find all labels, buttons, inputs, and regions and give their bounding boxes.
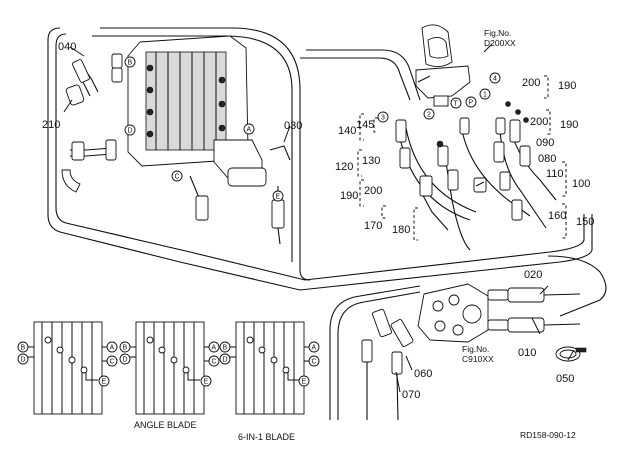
part-label: 030 [284, 120, 302, 132]
port-letter: P [469, 100, 474, 107]
inset-port-letter: B [223, 345, 228, 352]
circled-port-letters: B D A C E T P [124, 56, 477, 202]
hose-routing-lines [47, 27, 607, 420]
part-label: 200 [364, 185, 382, 197]
pilot-hoses [395, 101, 557, 251]
port-letter: T [454, 101, 459, 108]
part-label: 200 [530, 116, 548, 128]
circled-port-numbers: 1 2 3 4 [377, 72, 501, 123]
part-label: 120 [335, 161, 353, 173]
part-label: 180 [392, 224, 410, 236]
part-label: 070 [402, 389, 420, 401]
inset-port-letter: C [212, 359, 217, 366]
part-label: 040 [58, 41, 76, 53]
part-label: 050 [556, 373, 574, 385]
inset-port-letter: E [102, 379, 107, 386]
part-label: 160 [548, 210, 566, 222]
figure-references: Fig.No. D200XX Fig.No. C910XX [462, 28, 516, 364]
part-number-labels: 040 210 030 140 145 120 130 190 200 170 … [42, 41, 594, 401]
port-number: 4 [493, 76, 497, 83]
inset-angle-blade [130, 321, 210, 415]
part-label: 020 [524, 269, 542, 281]
left-fittings [61, 53, 123, 193]
hose-clamp [555, 346, 587, 362]
inset-6in1-blade [230, 321, 310, 415]
part-label: 150 [576, 216, 594, 228]
inset-port-letter: B [21, 345, 26, 352]
port-letter: B [128, 60, 133, 67]
port-number: 3 [381, 115, 385, 122]
part-label: 210 [42, 119, 60, 131]
inset-port-letter: C [312, 359, 317, 366]
inset-port-letter: B [123, 345, 128, 352]
inset-caption-6in1-blade: 6-IN-1 BLADE [238, 432, 295, 442]
fig-ref-d200-line1: Fig.No. [484, 28, 511, 38]
leader-lines [63, 43, 575, 393]
drawing-code: RD158-090-12 [520, 430, 576, 440]
dashed-brackets [357, 75, 567, 241]
port-letter: A [247, 127, 252, 134]
fig-ref-c910-line1: Fig.No. [462, 344, 489, 354]
port-letter: E [276, 194, 281, 201]
part-label: 190 [340, 190, 358, 202]
port-number: 2 [427, 112, 431, 119]
inset-port-letters: B D A C E B D A C E B D A C E [17, 341, 320, 387]
part-label: 130 [362, 155, 380, 167]
port-letter: D [128, 128, 133, 135]
part-label: 080 [538, 153, 556, 165]
inset-port-letter: A [212, 345, 217, 352]
inset-port-letter: A [110, 345, 115, 352]
fig-ref-c910-line2: C910XX [462, 354, 494, 364]
part-label: 090 [536, 137, 554, 149]
part-label: 060 [414, 368, 432, 380]
inset-port-letter: E [204, 379, 209, 386]
fig-ref-d200-line2: D200XX [484, 38, 516, 48]
port-letter: C [175, 174, 180, 181]
part-label: 190 [558, 80, 576, 92]
inset-port-letter: D [223, 357, 228, 364]
part-label: 170 [364, 220, 382, 232]
inset-standard [28, 321, 108, 415]
swivel-unit [361, 283, 581, 421]
inset-port-letter: A [312, 345, 317, 352]
inset-port-letter: D [21, 357, 26, 364]
inset-port-letter: C [110, 359, 115, 366]
part-label: 200 [522, 77, 540, 89]
inset-port-letter: E [302, 379, 307, 386]
part-label: 010 [518, 347, 536, 359]
inset-views [28, 321, 310, 415]
pilot-valve-joystick [415, 24, 471, 107]
part-label: 145 [356, 119, 374, 131]
port-number: 1 [483, 92, 487, 99]
part-label: 190 [560, 119, 578, 131]
inset-port-letter: D [123, 357, 128, 364]
inset-caption-angle-blade: ANGLE BLADE [134, 420, 197, 430]
control-valve-assembly [127, 35, 267, 187]
part-label: 110 [546, 168, 564, 180]
part-label: 100 [572, 178, 590, 190]
part-label: 140 [338, 125, 356, 137]
